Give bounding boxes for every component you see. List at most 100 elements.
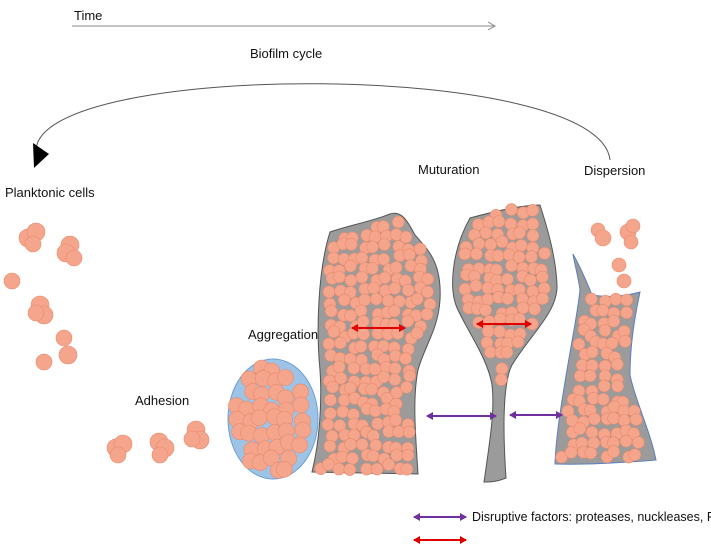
bacterial-cell bbox=[403, 248, 416, 261]
bacterial-cell bbox=[401, 448, 415, 462]
bacterial-cell bbox=[294, 421, 312, 439]
aggregation-label: Aggregation bbox=[248, 327, 318, 342]
bacterial-cell bbox=[628, 448, 642, 462]
bacterial-cell bbox=[357, 327, 370, 341]
bacterial-cell bbox=[369, 438, 383, 452]
bacterial-cell bbox=[607, 411, 620, 425]
bacterial-cell bbox=[536, 292, 549, 305]
bacterial-cell bbox=[605, 336, 619, 350]
bacterial-cell bbox=[322, 285, 336, 299]
bacterial-cell bbox=[598, 324, 612, 337]
bacterial-cell bbox=[500, 345, 514, 359]
bacterial-cell bbox=[388, 304, 401, 318]
bacterial-cell bbox=[335, 450, 349, 464]
bacterial-cell bbox=[421, 285, 434, 299]
bacterial-cell bbox=[400, 462, 414, 476]
bacterial-cell bbox=[525, 250, 538, 264]
bacterial-cells bbox=[3, 203, 645, 479]
bacterial-cell bbox=[588, 412, 601, 426]
bacterial-cell bbox=[625, 218, 641, 234]
bacterial-cell bbox=[381, 294, 395, 308]
bacterial-cell bbox=[528, 302, 541, 316]
bacterial-cell bbox=[484, 345, 497, 359]
bacterial-cell bbox=[505, 203, 518, 216]
bacterial-cell bbox=[55, 329, 73, 347]
bacterial-cell bbox=[573, 422, 587, 436]
bacterial-cell bbox=[358, 293, 372, 307]
bacterial-cell bbox=[35, 353, 53, 371]
bacterial-cell bbox=[501, 292, 515, 305]
bacterial-cell bbox=[620, 306, 633, 320]
bacterial-cell bbox=[481, 325, 495, 338]
bacterial-cell bbox=[332, 360, 346, 374]
bacterial-cell bbox=[354, 304, 368, 318]
bacterial-cell bbox=[356, 315, 370, 328]
bacterial-cell bbox=[388, 362, 402, 375]
bacterial-cell bbox=[367, 281, 381, 295]
bacterial-cell bbox=[619, 434, 633, 448]
bacterial-cell bbox=[400, 380, 413, 394]
bacterial-cell bbox=[584, 446, 598, 460]
bacterial-cell bbox=[623, 234, 639, 250]
bacterial-cell bbox=[401, 283, 415, 297]
bacterial-cell bbox=[355, 438, 369, 451]
bacterial-cell bbox=[470, 247, 483, 261]
bacterial-cell bbox=[377, 238, 391, 251]
bacterial-cell bbox=[355, 270, 369, 284]
bacterial-cell bbox=[58, 345, 78, 365]
bacterial-cell bbox=[390, 448, 404, 462]
bacterial-cell bbox=[336, 405, 350, 419]
bacterial-cell bbox=[472, 237, 486, 250]
bacterial-cell bbox=[366, 261, 379, 275]
bacterial-cell bbox=[594, 229, 612, 247]
bacterial-cell bbox=[403, 369, 416, 383]
bacterial-cell bbox=[511, 335, 525, 349]
biofilm-cycle-label: Biofilm cycle bbox=[250, 46, 322, 61]
bacterial-cell bbox=[27, 304, 45, 322]
bacterial-cell bbox=[377, 370, 391, 384]
bacterial-cell bbox=[347, 361, 361, 375]
bacterial-cell bbox=[493, 325, 506, 338]
bacterial-cell bbox=[324, 304, 338, 318]
bacterial-cell bbox=[402, 425, 416, 439]
bacterial-cell bbox=[369, 292, 383, 306]
bacterial-cell bbox=[183, 430, 201, 448]
bacterial-cell bbox=[585, 345, 599, 359]
bacterial-cell bbox=[327, 251, 340, 265]
bacterial-cell bbox=[616, 273, 632, 289]
bacterial-cell bbox=[607, 445, 621, 458]
bacterial-cell bbox=[326, 380, 340, 394]
bacterial-cell bbox=[585, 359, 599, 372]
bacterial-cell bbox=[479, 226, 493, 240]
bacterial-cell bbox=[410, 326, 424, 340]
bacterial-cell bbox=[481, 293, 495, 306]
bacterial-cell bbox=[389, 413, 402, 427]
bacterial-cell bbox=[332, 462, 346, 476]
bacterial-cell bbox=[344, 274, 358, 287]
bacterial-cell bbox=[564, 445, 578, 459]
cycle-arc bbox=[35, 83, 611, 161]
bacterial-cell bbox=[321, 418, 335, 431]
bacterial-cell bbox=[526, 217, 540, 231]
bacterial-cell bbox=[291, 436, 308, 454]
bacterial-cell bbox=[109, 446, 127, 464]
bacterial-cell bbox=[505, 259, 518, 273]
bacterial-cell bbox=[620, 293, 634, 307]
bacterial-cell bbox=[365, 382, 379, 396]
bacterial-cell bbox=[583, 369, 597, 383]
bacterial-cell bbox=[337, 393, 351, 407]
bacterial-cell bbox=[322, 457, 335, 471]
bacterial-cell bbox=[377, 252, 391, 266]
bacterial-cell bbox=[516, 301, 530, 315]
bacterial-cell bbox=[250, 409, 268, 427]
bacterial-cell bbox=[458, 247, 472, 261]
bacterial-cell bbox=[324, 407, 337, 420]
legend-disruptive-label: Disruptive factors: proteases, nucklease… bbox=[472, 510, 711, 524]
bacterial-cell bbox=[366, 449, 380, 463]
bacterial-cell bbox=[585, 426, 599, 439]
bacterial-cell bbox=[3, 272, 21, 290]
bacterial-cell bbox=[366, 240, 379, 254]
bacterial-cell bbox=[324, 393, 337, 407]
bacterial-cell bbox=[495, 362, 509, 376]
bacterial-cell bbox=[344, 381, 357, 395]
